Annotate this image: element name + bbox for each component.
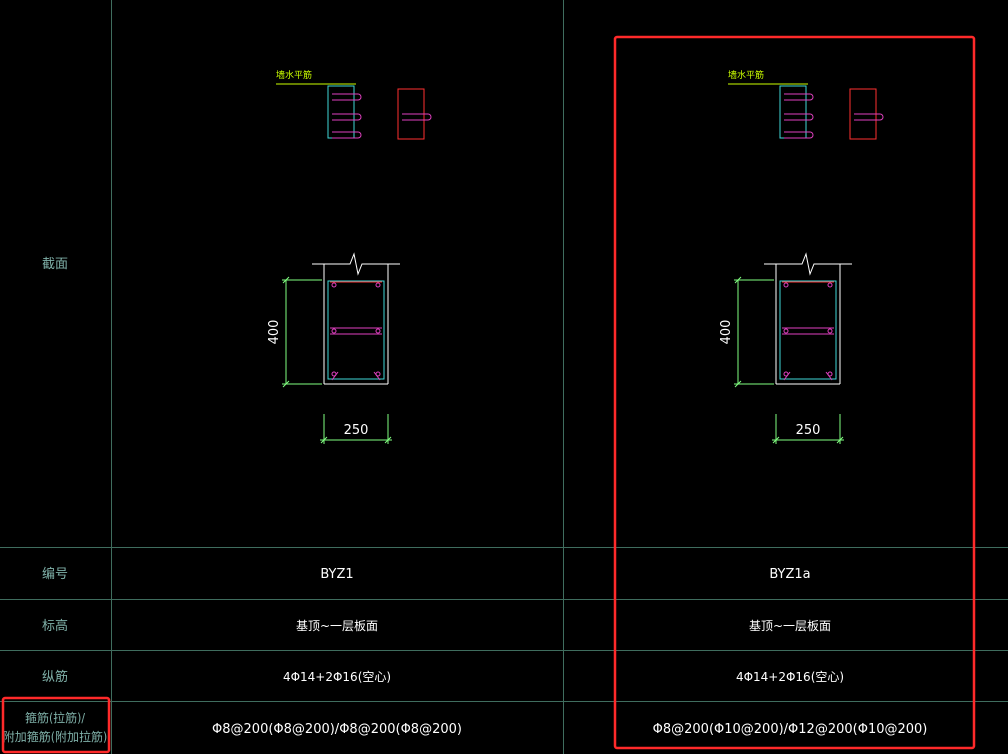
cell-number: BYZ1: [320, 567, 353, 582]
dim-height-tick-top: [282, 276, 290, 284]
row-label-section: 截面: [42, 257, 68, 272]
cell-number: BYZ1a: [769, 567, 810, 582]
dim-width-tick-left: [772, 436, 780, 444]
rebar-dot: [827, 282, 833, 288]
wall-top-break-line: [764, 252, 852, 276]
rebar-dot: [375, 282, 381, 288]
rebar-dot: [827, 328, 833, 334]
callout-wall-horizontal-rebar: 墙水平筋: [728, 69, 764, 81]
callout-tie-hook: [332, 131, 362, 139]
section-stirrup: [779, 280, 837, 380]
callout-tie-hook: [332, 113, 362, 121]
rebar-dot: [331, 282, 337, 288]
stirrup-hook-right: [373, 371, 381, 381]
callout-red-tie: [402, 113, 432, 121]
dim-width-label: 250: [796, 423, 821, 438]
cell-elevation: 基顶~一层板面: [749, 619, 831, 633]
dim-height-tick-bottom: [734, 380, 742, 388]
section-middle-tie: [330, 327, 382, 335]
cell-stirrup: Φ8@200(Φ10@200)/Φ12@200(Φ10@200): [653, 722, 928, 737]
dim-width-tick-right: [384, 436, 392, 444]
dim-width-tick-right: [836, 436, 844, 444]
section-middle-tie: [782, 327, 834, 335]
wall-top-break-line: [312, 252, 400, 276]
row-label-number: 编号: [42, 567, 68, 582]
row-label-longitudinal: 纵筋: [42, 669, 68, 685]
rebar-dot: [783, 282, 789, 288]
dim-height-label: 400: [267, 320, 282, 345]
section-stirrup: [327, 280, 385, 380]
dim-height-label: 400: [719, 320, 734, 345]
callout-wall-horizontal-rebar: 墙水平筋: [276, 69, 312, 81]
cell-stirrup: Φ8@200(Φ8@200)/Φ8@200(Φ8@200): [212, 722, 462, 737]
dim-height-tick-top: [734, 276, 742, 284]
cell-elevation: 基顶~一层板面: [296, 619, 378, 633]
dim-width-tick-left: [320, 436, 328, 444]
highlight-box-column-byz1a: [613, 35, 976, 750]
cell-longitudinal: 4Φ14+2Φ16(空心): [283, 670, 391, 684]
callout-red-tie: [854, 113, 884, 121]
rebar-dot: [375, 328, 381, 334]
rebar-dot: [331, 328, 337, 334]
callout-tie-hook: [784, 113, 814, 121]
dim-width-label: 250: [344, 423, 369, 438]
cell-longitudinal: 4Φ14+2Φ16(空心): [736, 670, 844, 684]
stirrup-hook-left: [331, 371, 339, 381]
stirrup-hook-left: [783, 371, 791, 381]
callout-tie-hook: [784, 93, 814, 101]
row-label-elevation: 标高: [42, 618, 68, 634]
row-label-stirrup-line1: 箍筋(拉筋)/: [25, 710, 85, 725]
rebar-dot: [783, 328, 789, 334]
callout-tie-hook: [784, 131, 814, 139]
callout-tie-hook: [332, 93, 362, 101]
stirrup-hook-right: [825, 371, 833, 381]
highlight-box-stirrup-label: [1, 696, 111, 754]
dim-height-tick-bottom: [282, 380, 290, 388]
row-label-stirrup-line2: 附加箍筋(附加拉筋): [3, 729, 107, 744]
row-labels: 截面 编号 标高 纵筋 箍筋(拉筋)/ 附加箍筋(附加拉筋): [3, 257, 107, 744]
